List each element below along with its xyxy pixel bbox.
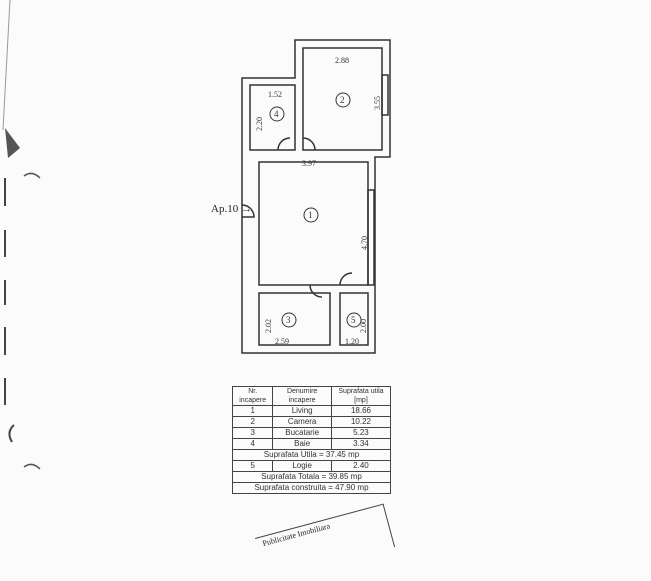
dimension-label: 2.88 xyxy=(335,56,349,65)
cell-area: 5.23 xyxy=(330,427,392,439)
table-row: 5 Logie 2.40 xyxy=(231,460,392,472)
stamp-text: Publicitate Imobiliara xyxy=(261,521,332,549)
total-area: Suprafata Totala = 39.85 mp xyxy=(232,471,391,483)
dimension-label: 2.59 xyxy=(275,337,289,346)
dimension-label: 4.70 xyxy=(360,236,369,250)
cell-name: Camera xyxy=(272,416,332,428)
dimension-label: 1.20 xyxy=(345,337,359,346)
area-table: Nr. incapere Denumire incapere Suprafata… xyxy=(231,386,392,494)
cell-name: Living xyxy=(272,405,332,417)
cell-nr: 2 xyxy=(231,416,274,428)
room-number: 5 xyxy=(351,315,356,325)
stamp: Publicitate Imobiliara xyxy=(255,503,396,581)
useful-area-row: Suprafata Utila = 37.45 mp xyxy=(232,449,391,461)
table-row: 2 Camera 10.22 xyxy=(231,416,392,428)
cell-area: 18.66 xyxy=(330,405,392,417)
dimension-label: 1.52 xyxy=(268,90,282,99)
dimension-label: 3.97 xyxy=(302,159,316,168)
room-number: 3 xyxy=(286,315,291,325)
cell-area: 10.22 xyxy=(330,416,392,428)
apartment-label: Ap.10 → xyxy=(211,203,252,215)
total-area-row: Suprafata Totala = 39.85 mp xyxy=(232,471,391,483)
room-number: 1 xyxy=(308,210,313,220)
scan-margin-artifacts xyxy=(2,0,41,470)
dimension-label: 2.02 xyxy=(264,319,273,333)
dimension-label: 2.00 xyxy=(359,319,368,333)
header-area: Suprafata utila [mp] xyxy=(330,386,392,406)
arrow-right-icon: → xyxy=(240,203,252,215)
dimension-label: 2.20 xyxy=(255,117,264,131)
table-header: Nr. incapere Denumire incapere Suprafata… xyxy=(231,386,392,406)
cell-nr: 3 xyxy=(231,427,274,439)
table-row: 1 Living 18.66 xyxy=(231,405,392,417)
apartment-label-text: Ap.10 xyxy=(211,203,239,215)
table-row: 3 Bucatarie 5.23 xyxy=(231,427,392,439)
cell-nr: 4 xyxy=(231,438,274,450)
useful-area: Suprafata Utila = 37.45 mp xyxy=(232,449,391,461)
built-area-row: Suprafata construita = 47.90 mp xyxy=(232,482,391,494)
cell-area: 3.34 xyxy=(330,438,392,450)
cell-name: Bucatarie xyxy=(272,427,332,439)
header-nr: Nr. incapere xyxy=(231,386,274,406)
room-number: 2 xyxy=(340,95,345,105)
dimension-label: 3.55 xyxy=(373,96,382,110)
cell-nr: 5 xyxy=(231,460,274,472)
cell-name: Baie xyxy=(272,438,332,450)
header-name: Denumire incapere xyxy=(272,386,332,406)
room-number: 4 xyxy=(274,109,279,119)
built-area: Suprafata construita = 47.90 mp xyxy=(232,482,391,494)
floor-plan: 2 4 1 3 5 2.88 1.52 3.97 2.59 1.20 3.55 … xyxy=(241,39,391,354)
table-row: 4 Baie 3.34 xyxy=(231,438,392,450)
cell-area: 2.40 xyxy=(330,460,392,472)
cell-name: Logie xyxy=(272,460,332,472)
cell-nr: 1 xyxy=(231,405,274,417)
